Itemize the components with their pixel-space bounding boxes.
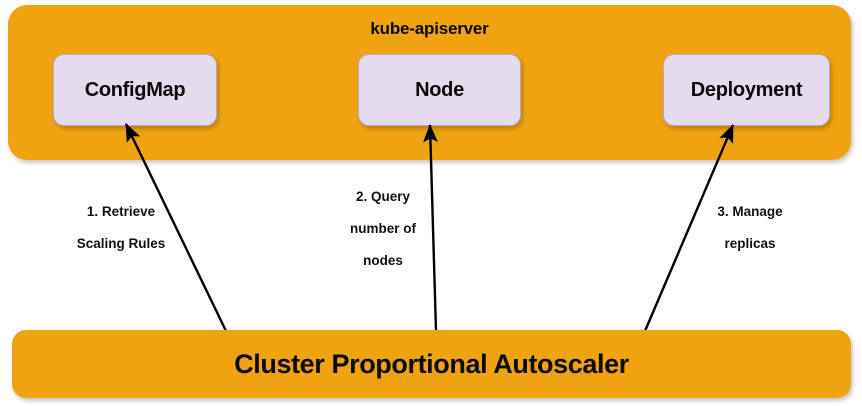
flow-label-1: 1. Retrieve Scaling Rules	[45, 196, 197, 260]
cluster-proportional-autoscaler-bar[interactable]: Cluster Proportional Autoscaler	[12, 330, 851, 398]
resource-label-configmap: ConfigMap	[84, 78, 186, 101]
resource-box-deployment[interactable]: Deployment	[663, 54, 830, 126]
flow-label-1-line-1: 1. Retrieve	[86, 204, 156, 219]
resource-label-deployment: Deployment	[690, 78, 803, 101]
flow-label-1-line-2: Scaling Rules	[76, 236, 166, 251]
resource-box-configmap[interactable]: ConfigMap	[53, 54, 217, 126]
flow-label-2-line-3: nodes	[363, 253, 403, 268]
flow-label-3-line-1: 3. Manage	[717, 204, 783, 219]
resource-label-node: Node	[415, 78, 464, 101]
cluster-proportional-autoscaler-label: Cluster Proportional Autoscaler	[234, 348, 629, 379]
resource-box-node[interactable]: Node	[358, 54, 521, 126]
kube-apiserver-panel: kube-apiserver ConfigMap Node Deployment	[8, 5, 851, 160]
flow-label-2-line-1: 2. Query	[355, 189, 411, 204]
flow-label-2-line-2: number of	[350, 221, 416, 236]
kube-apiserver-title: kube-apiserver	[370, 19, 489, 38]
flow-label-3: 3. Manage replicas	[690, 196, 810, 260]
flow-label-3-line-2: replicas	[724, 236, 776, 251]
flow-label-2: 2. Query number of nodes	[325, 181, 441, 277]
